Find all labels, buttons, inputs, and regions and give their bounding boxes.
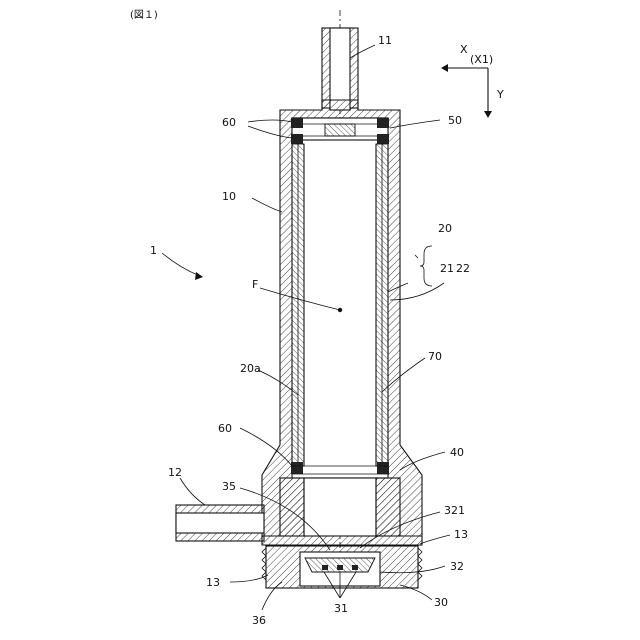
outlet-pipe-11 [322, 28, 358, 110]
label-50: 50 [448, 114, 462, 127]
bracket-20 [420, 246, 432, 286]
label-20: 20 [438, 222, 452, 235]
label-13-right: 13 [454, 528, 468, 541]
label-70: 70 [428, 350, 442, 363]
label-13-left: 13 [206, 576, 220, 589]
label-22: 22 [456, 262, 470, 275]
label-36: 36 [252, 614, 266, 627]
label-60-top: 60 [222, 116, 236, 129]
axis-indicator [441, 64, 492, 118]
y-axis-label: Y [496, 88, 504, 101]
figure-title: (図１) [130, 9, 158, 21]
label-20a: 20a [240, 362, 261, 375]
x-axis-label: X [460, 43, 468, 56]
cap-30 [262, 546, 422, 588]
label-30: 30 [434, 596, 448, 609]
label-10: 10 [222, 190, 236, 203]
lower-chamber-40 [262, 478, 422, 536]
label-40: 40 [450, 446, 464, 459]
label-f: F [252, 278, 258, 291]
label-21: 21 [440, 262, 454, 275]
label-12: 12 [168, 466, 182, 479]
label-1: 1 [150, 244, 157, 257]
label-60-bottom: 60 [218, 422, 232, 435]
label-31: 31 [334, 602, 348, 615]
label-11: 11 [378, 34, 392, 47]
inlet-pipe-12 [176, 505, 264, 541]
filter-element-20 [292, 144, 388, 466]
x1-axis-label: (X1) [470, 53, 493, 66]
label-35: 35 [222, 480, 236, 493]
label-32: 32 [450, 560, 464, 573]
upper-seal-assembly [291, 118, 389, 144]
label-321: 321 [444, 504, 465, 517]
